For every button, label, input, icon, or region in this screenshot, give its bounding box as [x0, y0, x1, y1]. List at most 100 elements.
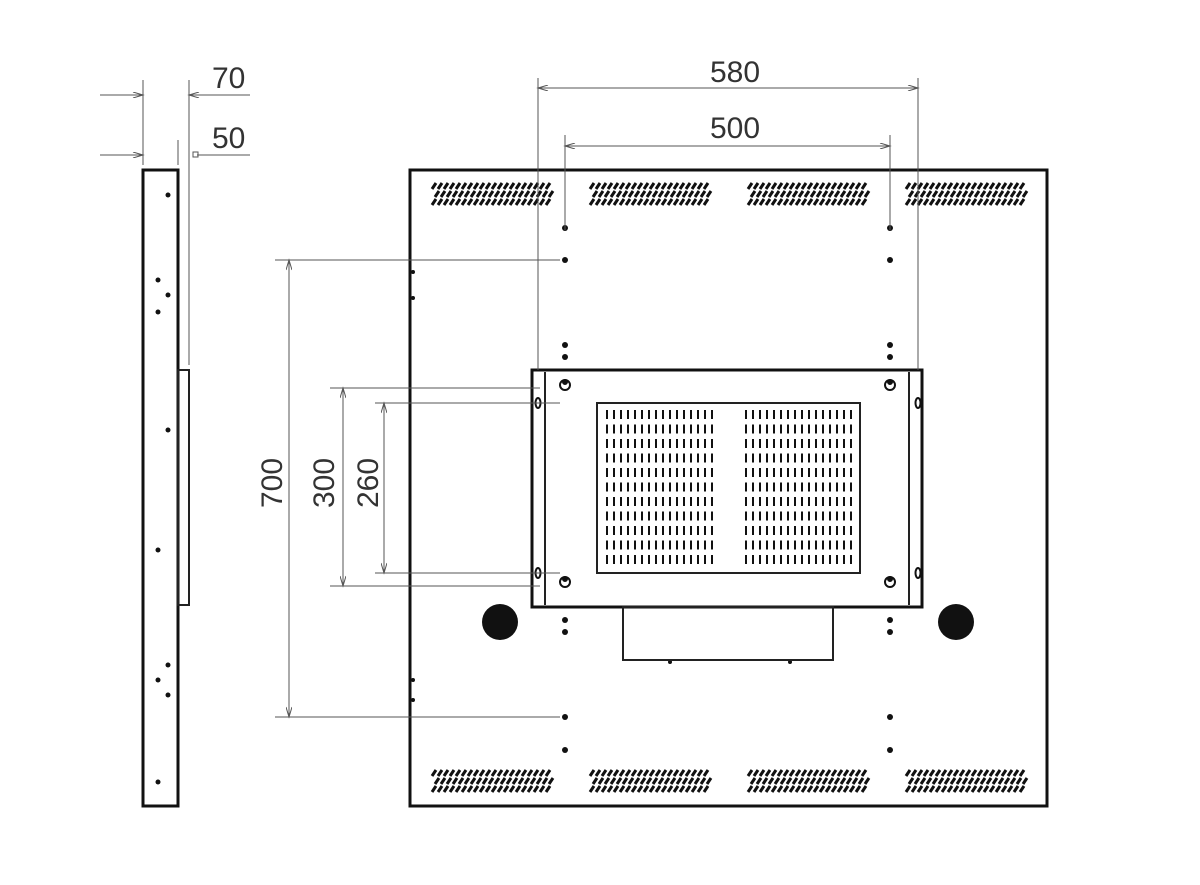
vent-slot: [1018, 182, 1026, 190]
vent-slot: [749, 777, 757, 785]
vent-slot: [758, 198, 766, 206]
vent-slot: [502, 769, 510, 777]
vent-slot: [615, 190, 623, 198]
vent-slot: [591, 777, 599, 785]
vent-slot: [627, 777, 635, 785]
vent-slot: [538, 198, 546, 206]
vent-slot: [609, 777, 617, 785]
vent-slot: [663, 777, 671, 785]
vent-slot: [618, 769, 626, 777]
vent-slot: [907, 777, 915, 785]
vent-slot: [824, 769, 832, 777]
vent-slot: [448, 785, 456, 793]
vent-slot: [746, 785, 754, 793]
vent-slot: [684, 198, 692, 206]
vent-slot: [594, 785, 602, 793]
vent-slot: [484, 198, 492, 206]
vent-slot: [976, 769, 984, 777]
vent-slot: [1000, 182, 1008, 190]
vent-slot: [755, 190, 763, 198]
speaker-hole: [938, 604, 974, 640]
vent-slot: [532, 769, 540, 777]
vent-slot: [514, 785, 522, 793]
vent-slot: [442, 182, 450, 190]
vent-slot: [624, 785, 632, 793]
vent-slot: [451, 190, 459, 198]
side-view: [141, 168, 190, 808]
vent-slot: [976, 785, 984, 793]
vent-slot: [472, 785, 480, 793]
vent-slot: [997, 190, 1005, 198]
vent-slot: [445, 190, 453, 198]
vent-slot: [919, 777, 927, 785]
vent-slot: [499, 190, 507, 198]
vent-slot: [472, 769, 480, 777]
vent-slot: [994, 182, 1002, 190]
vent-slot: [925, 190, 933, 198]
vent-slot: [818, 198, 826, 206]
vent-slot: [687, 777, 695, 785]
vent-slot: [466, 785, 474, 793]
vent-slot: [523, 190, 531, 198]
vent-slot: [806, 769, 814, 777]
vent-slot: [702, 769, 710, 777]
vent-slot: [824, 182, 832, 190]
vent-slot: [860, 785, 868, 793]
vent-slot: [532, 785, 540, 793]
vent-slot: [976, 182, 984, 190]
vent-slot: [964, 182, 972, 190]
vent-slot: [597, 190, 605, 198]
vent-slot: [672, 769, 680, 777]
vent-slot: [508, 785, 516, 793]
vent-slot: [448, 769, 456, 777]
vent-slot: [988, 785, 996, 793]
vent-slot: [967, 190, 975, 198]
vent-slot: [481, 777, 489, 785]
vent-slot: [538, 785, 546, 793]
vent-slot: [702, 785, 710, 793]
vent-slot: [502, 198, 510, 206]
vent-slot: [430, 769, 438, 777]
vent-slot: [478, 785, 486, 793]
keyhole: [562, 379, 568, 385]
vent-slot: [642, 198, 650, 206]
vent-slot: [904, 182, 912, 190]
side-hole: [165, 192, 171, 198]
vent-slot: [934, 198, 942, 206]
vent-slot: [442, 198, 450, 206]
vent-slot: [827, 777, 835, 785]
vent-slot: [925, 777, 933, 785]
vent-slot: [484, 785, 492, 793]
vent-slot: [508, 769, 516, 777]
vent-slot: [937, 777, 945, 785]
vent-slot: [618, 182, 626, 190]
side-hole: [155, 277, 161, 283]
vent-slot: [541, 190, 549, 198]
vent-slot: [1006, 785, 1014, 793]
vent-slot: [642, 785, 650, 793]
vent-slot: [863, 190, 871, 198]
vent-slot: [484, 769, 492, 777]
vent-slot: [603, 190, 611, 198]
vent-slot: [967, 777, 975, 785]
vent-slot: [538, 182, 546, 190]
vent-slot: [848, 785, 856, 793]
vent-slot: [815, 777, 823, 785]
vent-slot: [693, 777, 701, 785]
vent-slot: [526, 182, 534, 190]
vent-slot: [696, 198, 704, 206]
vent-slot: [541, 777, 549, 785]
side-hole: [165, 692, 171, 698]
vent-slot: [809, 190, 817, 198]
vent-slot: [788, 198, 796, 206]
side-hole: [155, 779, 161, 785]
vent-slot: [821, 190, 829, 198]
vent-slot: [636, 182, 644, 190]
vent-slot: [946, 785, 954, 793]
dimension-label: 700: [256, 458, 289, 508]
vent-slot: [946, 198, 954, 206]
vent-slot: [588, 198, 596, 206]
vent-slot: [848, 769, 856, 777]
vent-slot: [448, 182, 456, 190]
